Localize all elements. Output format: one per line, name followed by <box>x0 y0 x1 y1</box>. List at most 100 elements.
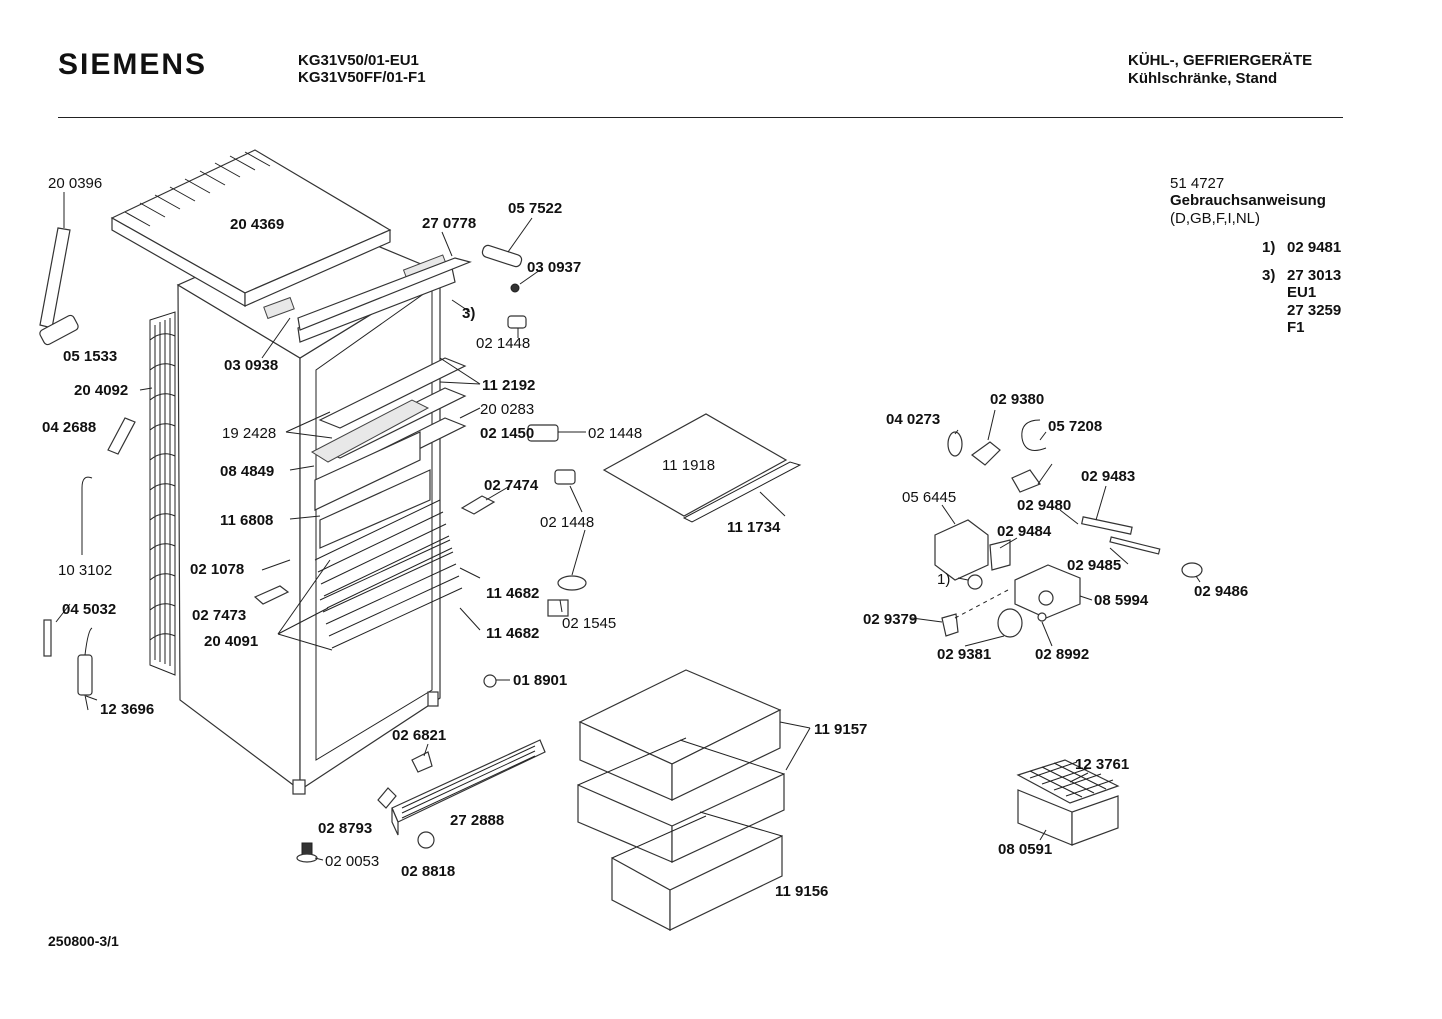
label-021078: 02 1078 <box>190 561 244 578</box>
clip-027473-drawing <box>253 585 290 605</box>
label-029381: 02 9381 <box>937 646 991 663</box>
label-111734: 11 1734 <box>727 519 781 536</box>
hinge-021545-drawing <box>547 599 569 617</box>
label-029485: 02 9485 <box>1067 557 1121 574</box>
cabinet-body-drawing <box>149 221 442 795</box>
label-114682a: 11 4682 <box>486 585 539 602</box>
screw-030937-drawing <box>510 283 520 293</box>
clip-028793-drawing <box>377 787 397 809</box>
screw-018901-drawing <box>483 674 497 688</box>
cap-028818-drawing <box>417 831 435 849</box>
label-112192: 11 2192 <box>482 377 535 394</box>
plug-drawing <box>43 619 52 657</box>
label-029480: 02 9480 <box>1017 497 1071 514</box>
label-051533: 05 1533 <box>63 348 117 365</box>
label-080591: 08 0591 <box>998 841 1052 858</box>
label-026821: 02 6821 <box>392 727 446 744</box>
label-200283: 20 0283 <box>480 401 534 418</box>
label-204091: 20 4091 <box>204 633 258 650</box>
label-021450: 02 1450 <box>480 425 534 442</box>
category-line-2: Kühlschränke, Stand <box>1128 70 1278 87</box>
manual-languages: (D,GB,F,I,NL) <box>1170 210 1261 227</box>
crisper-drawers-drawing <box>577 669 785 931</box>
label-030938: 03 0938 <box>224 357 278 374</box>
hinge-021450-drawing <box>527 424 559 442</box>
label-028793: 02 8793 <box>318 820 372 837</box>
note-1-value: 02 9481 <box>1287 239 1342 256</box>
manual-number: 51 4727 <box>1170 175 1225 192</box>
label-123761: 12 3761 <box>1075 756 1129 773</box>
part-labels: 20 0396 20 4369 27 0778 05 7522 03 0937 … <box>42 175 1248 900</box>
label-045032: 04 5032 <box>62 601 116 618</box>
model-line-1: KG31V50/01-EU1 <box>298 52 419 69</box>
label-056445: 05 6445 <box>902 489 956 506</box>
header-rule <box>58 117 1343 118</box>
label-042688: 04 2688 <box>42 419 96 436</box>
brand-logo: SIEMENS <box>58 48 208 81</box>
label-270778: 27 0778 <box>422 215 476 232</box>
manual-title: Gebrauchsanweisung <box>1170 192 1326 209</box>
label-020053: 02 0053 <box>325 853 379 870</box>
thermostat-group-drawing <box>934 419 1203 638</box>
model-line-2: KG31V50FF/01-F1 <box>298 69 426 86</box>
label-057522: 05 7522 <box>508 200 562 217</box>
label-040273: 04 0273 <box>886 411 940 428</box>
label-029380: 02 9380 <box>990 391 1044 408</box>
label-204092: 20 4092 <box>74 382 128 399</box>
glass-plate-drawing <box>602 413 802 523</box>
ice-tray-drawing <box>1016 759 1120 846</box>
note-3-key: 3) <box>1262 267 1276 284</box>
foot-020053-drawing <box>296 842 318 863</box>
sensor-drawing <box>77 654 93 696</box>
note-1-key: 1) <box>1262 239 1276 256</box>
label-103102: 10 3102 <box>58 562 112 579</box>
label-note-3: 3) <box>462 305 475 322</box>
label-192428: 19 2428 <box>222 425 276 442</box>
label-057208: 05 7208 <box>1048 418 1102 435</box>
label-114682b: 11 4682 <box>486 625 539 642</box>
note-3-value-b: 27 3259 <box>1287 302 1342 319</box>
shelves-drawing <box>310 357 467 649</box>
top-cover-drawing <box>110 149 392 320</box>
label-029379: 02 9379 <box>863 611 917 628</box>
label-204369: 20 4369 <box>230 216 284 233</box>
control-strip-drawing <box>297 254 472 343</box>
label-021448c: 02 1448 <box>540 514 594 531</box>
clip-026821-drawing <box>411 751 433 773</box>
label-021448a: 02 1448 <box>476 335 530 352</box>
label-029483: 02 9483 <box>1081 468 1135 485</box>
label-200396: 20 0396 <box>48 175 102 192</box>
door-rail-drawing <box>39 227 71 329</box>
label-030937: 03 0937 <box>527 259 581 276</box>
hinge-cover-drawing <box>39 314 79 346</box>
bottom-grille-drawing <box>391 739 546 836</box>
label-119156: 11 9156 <box>775 883 828 900</box>
label-021448b: 02 1448 <box>588 425 642 442</box>
label-018901: 01 8901 <box>513 672 567 689</box>
label-027473: 02 7473 <box>192 607 246 624</box>
label-084849: 08 4849 <box>220 463 274 480</box>
label-111918: 11 1918 <box>662 457 715 474</box>
label-027474: 02 7474 <box>484 477 539 494</box>
hinge-pin-drawing <box>557 575 587 591</box>
hinge-057522-drawing <box>481 244 523 268</box>
category-line-1: KÜHL-, GEFRIERGERÄTE <box>1128 52 1313 69</box>
label-119157: 11 9157 <box>814 721 867 738</box>
drain-tube-drawing <box>81 476 93 555</box>
note-3-variant-b: F1 <box>1287 319 1305 336</box>
drawing-number: 250800-3/1 <box>48 933 119 949</box>
clip-027474-drawing <box>460 495 496 515</box>
label-note-1: 1) <box>937 571 950 588</box>
label-028992: 02 8992 <box>1035 646 1089 663</box>
hinge-021448c-drawing <box>554 469 576 485</box>
leader-lines <box>55 192 1201 861</box>
note-3-value-a: 27 3013 <box>1287 267 1342 284</box>
label-028818: 02 8818 <box>401 863 455 880</box>
note-3-variant-a: EU1 <box>1287 284 1317 301</box>
label-272888: 27 2888 <box>450 812 504 829</box>
label-029484: 02 9484 <box>997 523 1052 540</box>
label-116808: 11 6808 <box>220 512 273 529</box>
label-021545: 02 1545 <box>562 615 616 632</box>
hinge-021448a-drawing <box>507 315 527 329</box>
